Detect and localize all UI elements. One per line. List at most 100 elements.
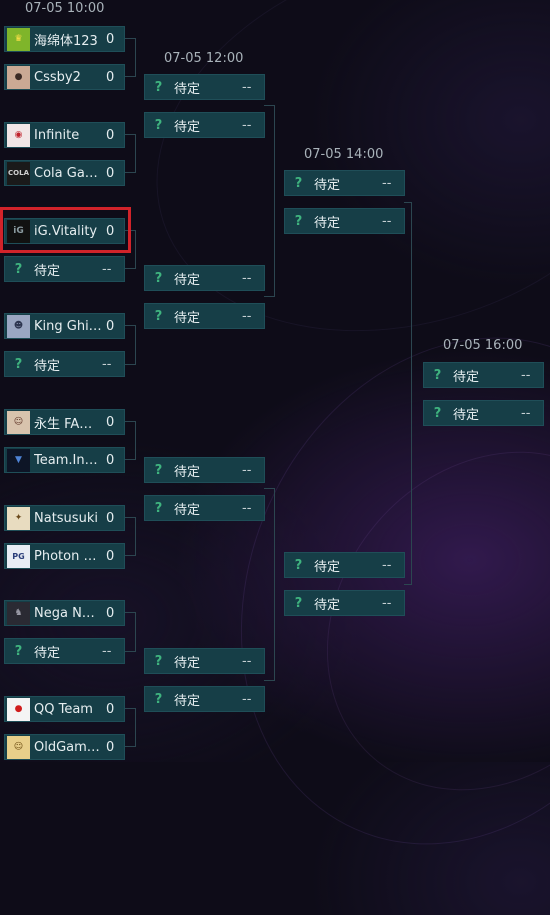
match-slot[interactable]: ● QQ Team 0 [4,696,125,722]
match-slot[interactable]: ? 待定 -- [144,686,265,712]
connector-line [135,38,136,77]
match-slot[interactable]: ? 待定 -- [144,303,265,329]
connector-line [135,325,136,365]
pg-logo-avatar-icon: PG [7,544,30,568]
question-icon: ? [154,79,163,95]
team-name: QQ Team [34,701,93,717]
team-score: 0 [106,69,115,85]
player-photo-avatar-icon: ● [7,65,30,89]
round1-time: 07-05 10:00 [25,1,105,16]
match-slot[interactable]: ? 待定 -- [144,495,265,521]
connector-line [135,708,136,747]
match-slot[interactable]: ♞ Nega N… 0 [4,600,125,626]
team-score: -- [242,653,252,669]
team-name: 待定 [174,655,201,671]
match-slot[interactable]: ? 待定 -- [423,362,544,388]
match-slot[interactable]: ? 待定 -- [284,590,405,616]
question-icon: ? [14,643,23,659]
team-score: -- [382,213,392,229]
team-name: 待定 [174,464,201,480]
team-name: Cssby2 [34,69,81,85]
connector-line [264,296,274,297]
team-name: Photon … [34,548,97,564]
team-score: -- [102,356,112,372]
question-icon: ? [14,261,23,277]
team-score: 0 [106,414,115,430]
match-slot[interactable]: ? 待定 -- [144,457,265,483]
connector-line [124,421,135,422]
match-slot[interactable]: ? 待定 -- [144,112,265,138]
connector-line [264,105,274,106]
match-slot[interactable]: ● Cssby2 0 [4,64,125,90]
connector-line [404,584,411,585]
match-slot[interactable]: COLA Cola Ga… 0 [4,160,125,186]
qq-penguin-avatar-icon: ● [7,697,30,721]
match-slot[interactable]: ? 待定 -- [4,351,125,377]
match-slot[interactable]: ▼ Team.In… 0 [4,447,125,473]
connector-line [124,612,135,613]
question-icon: ? [294,175,303,191]
connector-line [124,517,135,518]
team-name: 待定 [174,119,201,135]
connector-line [135,517,136,556]
connector-line [124,459,135,460]
team-score: -- [521,367,531,383]
team-name: 待定 [34,645,61,661]
match-slot[interactable]: ♛ 海绵体123 0 [4,26,125,52]
match-slot[interactable]: ☺ 永生 FA… 0 [4,409,125,435]
match-slot[interactable]: ? 待定 -- [144,265,265,291]
team-score: -- [102,261,112,277]
emblem-avatar-icon: ✦ [7,506,30,530]
question-icon: ? [154,117,163,133]
question-icon: ? [154,500,163,516]
team-name: 待定 [314,215,341,231]
team-score: -- [242,79,252,95]
connector-line [124,76,135,77]
match-slot[interactable]: PG Photon … 0 [4,543,125,569]
connector-line [124,268,135,269]
match-slot[interactable]: iG iG.Vitality 0 [4,218,125,244]
question-icon: ? [294,213,303,229]
match-slot[interactable]: ? 待定 -- [423,400,544,426]
team-name: 待定 [453,407,480,423]
connector-line [124,746,135,747]
team-name: 待定 [34,263,61,279]
team-name: 待定 [174,81,201,97]
team-name: Natsusuki [34,510,98,526]
team-name: 永生 FA… [34,416,93,432]
match-slot[interactable]: ? 待定 -- [4,638,125,664]
connector-line [135,134,136,173]
match-slot[interactable]: ☻ King Ghi… 0 [4,313,125,339]
question-icon: ? [433,367,442,383]
team-name: 待定 [314,177,341,193]
team-score: -- [382,175,392,191]
team-score: 0 [106,127,115,143]
team-name: 待定 [314,559,341,575]
team-name: OldGam… [34,739,100,755]
question-icon: ? [154,308,163,324]
team-score: -- [382,595,392,611]
match-slot[interactable]: ✦ Natsusuki 0 [4,505,125,531]
team-name: 待定 [314,597,341,613]
panda-logo-avatar-icon: ◉ [7,123,30,147]
match-slot[interactable]: ? 待定 -- [4,256,125,282]
match-slot[interactable]: ◉ Infinite 0 [4,122,125,148]
connector-line [124,708,135,709]
team-score: 0 [106,605,115,621]
trophy-avatar-icon: ♛ [7,27,30,51]
match-slot[interactable]: ? 待定 -- [284,170,405,196]
cola-logo-avatar-icon: COLA [7,161,30,185]
connector-line [135,612,136,652]
team-score: -- [242,462,252,478]
match-slot[interactable]: ? 待定 -- [284,552,405,578]
team-score: 0 [106,165,115,181]
round3-time: 07-05 14:00 [304,147,384,162]
match-slot[interactable]: ? 待定 -- [144,648,265,674]
connector-line [124,38,135,39]
match-slot[interactable]: ? 待定 -- [144,74,265,100]
match-slot[interactable]: ? 待定 -- [284,208,405,234]
match-slot[interactable]: ☺ OldGam… 0 [4,734,125,760]
team-score: 0 [106,701,115,717]
question-icon: ? [154,270,163,286]
team-name: Nega N… [34,605,95,621]
